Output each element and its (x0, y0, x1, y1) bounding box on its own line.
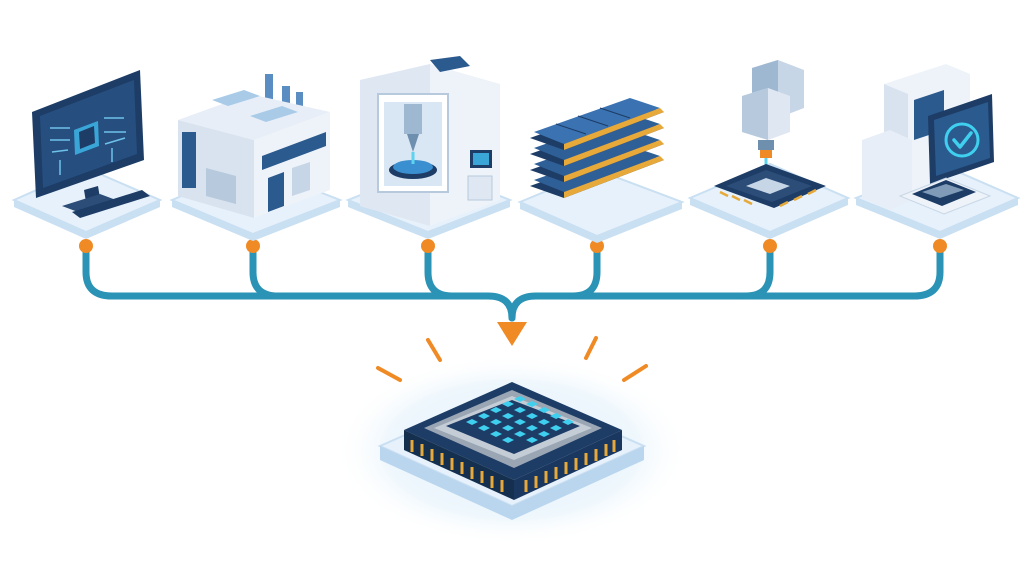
factory-icon (178, 74, 330, 218)
stage-semiconductor-fab (169, 74, 343, 241)
connector-3 (424, 244, 456, 300)
stage-wafer-lithography-machine (345, 56, 513, 239)
cpu-chip-icon (404, 382, 622, 500)
connector-6 (508, 244, 944, 322)
result-finished-processor (334, 336, 690, 546)
checkmark-icon (944, 122, 980, 158)
highlight-rays (376, 336, 648, 382)
stage-chip-packaging (687, 60, 851, 239)
node-dot-1 (79, 239, 93, 253)
test-station-checkmark-icon (862, 64, 994, 215)
node-dot-5 (763, 239, 777, 253)
wafer-machine-icon (360, 56, 500, 226)
connector-5 (742, 244, 774, 300)
stage-wafer-stack (517, 98, 685, 243)
connector-1 (82, 244, 516, 322)
connector-4 (569, 244, 601, 300)
robotic-arm-chip-icon (714, 60, 826, 208)
node-dot-3 (421, 239, 435, 253)
stage-chip-design-workstation (11, 70, 163, 239)
node-dots (79, 239, 947, 253)
stage-chip-testing (853, 64, 1021, 239)
connector-2 (249, 244, 282, 300)
connector-lines (82, 244, 944, 322)
node-dot-4 (590, 239, 604, 253)
node-dot-2 (246, 239, 260, 253)
node-dot-6 (933, 239, 947, 253)
wafer-stack-icon (530, 98, 664, 198)
monitor-circuit-icon (32, 70, 150, 218)
merge-arrow-icon (497, 322, 527, 346)
